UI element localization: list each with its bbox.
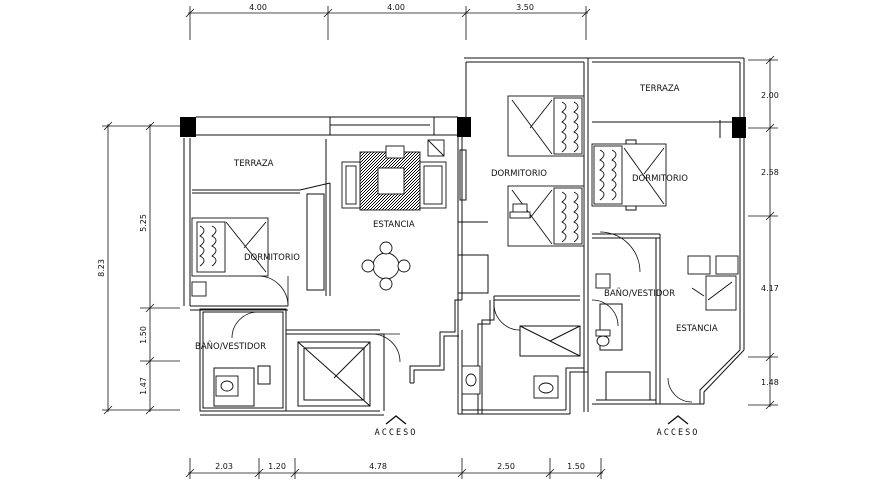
- dim-bottom-3: 4.78: [369, 462, 387, 471]
- living-sofa-set: [341, 139, 447, 211]
- bath-toilet-left: [215, 375, 239, 397]
- dim-top-3: 3.50: [516, 3, 534, 12]
- label-estancia-right: ESTANCIA: [676, 324, 718, 334]
- right-living-furniture: [595, 255, 739, 347]
- left-bed: [191, 217, 269, 297]
- access-marker-right: [667, 415, 689, 425]
- dim-bottom-1: 2.03: [215, 462, 233, 471]
- label-acceso-left: ACCESO: [375, 428, 418, 438]
- dim-top-2: 4.00: [387, 3, 405, 12]
- label-bano-vestidor-right: BAÑO/VESTIDOR: [604, 288, 675, 299]
- dim-right-2: 2.58: [761, 168, 779, 177]
- label-terraza-right: TERRAZA: [639, 84, 680, 94]
- label-terraza-left: TERRAZA: [233, 159, 274, 169]
- bottom-dimension-chain: [185, 458, 606, 479]
- right-unit-walls: [588, 57, 745, 405]
- dim-left-2: 1.50: [139, 326, 148, 344]
- dining-table: [361, 241, 411, 291]
- dim-left-3: 1.47: [139, 377, 148, 395]
- dim-bottom-5: 1.50: [567, 462, 585, 471]
- left-dimension-chain: [102, 121, 180, 415]
- label-dormitorio-mid: DORMITORIO: [491, 169, 547, 179]
- right-dimension-chain: [748, 55, 778, 410]
- structural-columns: [180, 117, 746, 138]
- dim-left-1: 5.25: [139, 214, 148, 232]
- dim-right-3: 4.17: [761, 284, 779, 293]
- label-acceso-right: ACCESO: [657, 428, 700, 438]
- label-bano-vestidor: BAÑO/VESTIDOR: [195, 341, 266, 352]
- dim-bottom-4: 2.50: [497, 462, 515, 471]
- top-dimension-chain: [185, 6, 591, 40]
- dim-right-4: 1.48: [761, 378, 779, 387]
- dim-left-outer: 8.23: [97, 259, 106, 277]
- middle-beds: [507, 95, 585, 247]
- dim-bottom-2: 1.20: [268, 462, 286, 471]
- dim-top-1: 4.00: [249, 3, 267, 12]
- label-dormitorio-left: DORMITORIO: [244, 253, 300, 263]
- label-dormitorio-right: DORMITORIO: [632, 174, 688, 184]
- access-marker-left: [385, 415, 407, 425]
- dim-right-1: 2.00: [761, 91, 779, 100]
- label-estancia-center: ESTANCIA: [373, 220, 415, 230]
- middle-bath-fixtures: [461, 365, 559, 399]
- door-swings: [231, 231, 693, 403]
- left-unit-walls: [183, 116, 463, 416]
- right-bed: [591, 143, 667, 207]
